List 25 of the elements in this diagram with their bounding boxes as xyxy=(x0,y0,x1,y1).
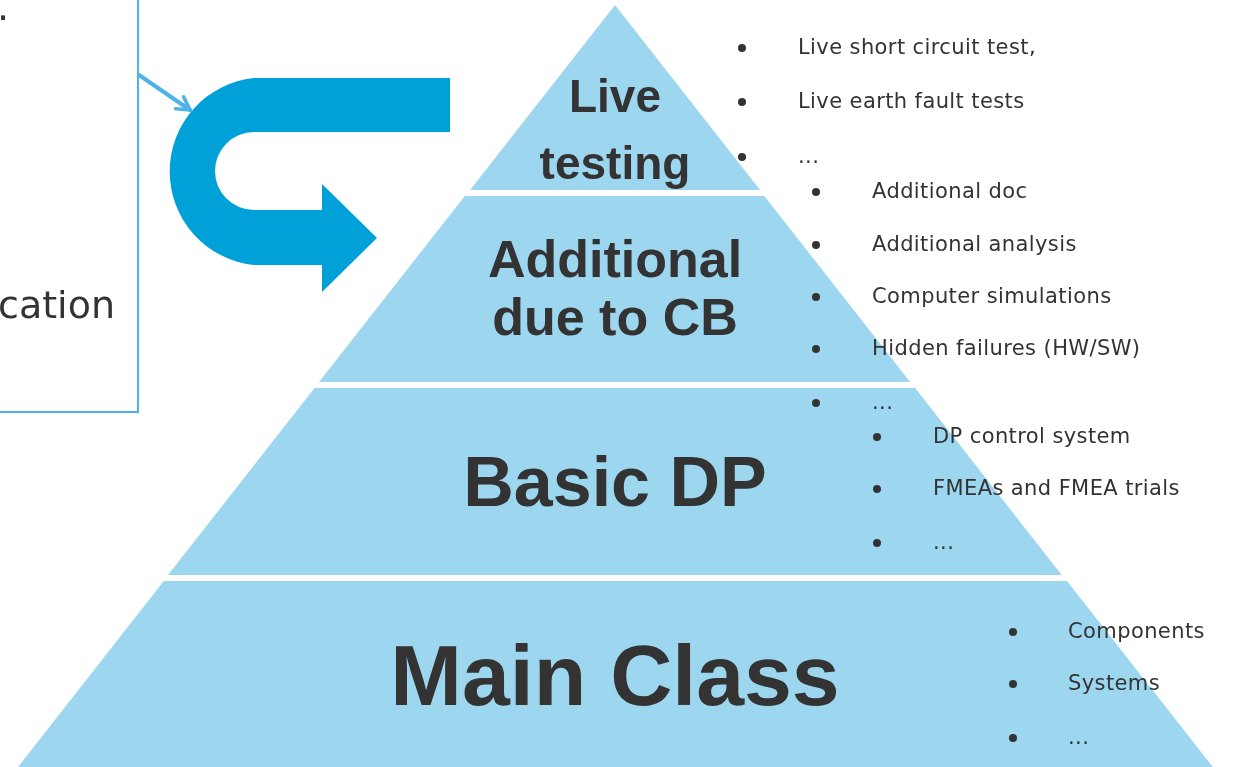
frame-text: . xyxy=(0,0,10,26)
bullet-text: Live short circuit test, xyxy=(798,37,1036,58)
bullet-text: Additional doc xyxy=(872,181,1028,202)
frame-text: cation xyxy=(0,286,115,324)
bullet-text: ... xyxy=(798,146,820,167)
bullet-text: Systems xyxy=(1068,673,1161,694)
tier-title: Live testing xyxy=(538,69,692,191)
bullet-text: DP control system xyxy=(933,426,1131,447)
bullet-text: Hidden failures (HW/SW) xyxy=(872,338,1141,359)
text-frame xyxy=(0,0,139,413)
arrow xyxy=(137,73,192,112)
pyramid-tier xyxy=(469,5,761,190)
tier-title: Basic DP xyxy=(462,447,768,517)
bullet-text: Computer simulations xyxy=(872,286,1112,307)
bullet-text: Live earth fault tests xyxy=(798,91,1025,112)
bullet-text: FMEAs and FMEA trials xyxy=(933,478,1180,499)
bullet-text: Components xyxy=(1068,621,1205,642)
pyramid-tier xyxy=(17,581,1213,767)
bullet-text: Additional analysis xyxy=(872,234,1077,255)
tier-title: Main Class xyxy=(389,632,841,718)
tier-title: Additional due to CB xyxy=(486,229,744,347)
bullet-text: ... xyxy=(1068,727,1090,748)
u-turn-arrow xyxy=(169,78,450,292)
bullet-text: ... xyxy=(933,532,955,553)
bullet-text: ... xyxy=(872,392,894,413)
